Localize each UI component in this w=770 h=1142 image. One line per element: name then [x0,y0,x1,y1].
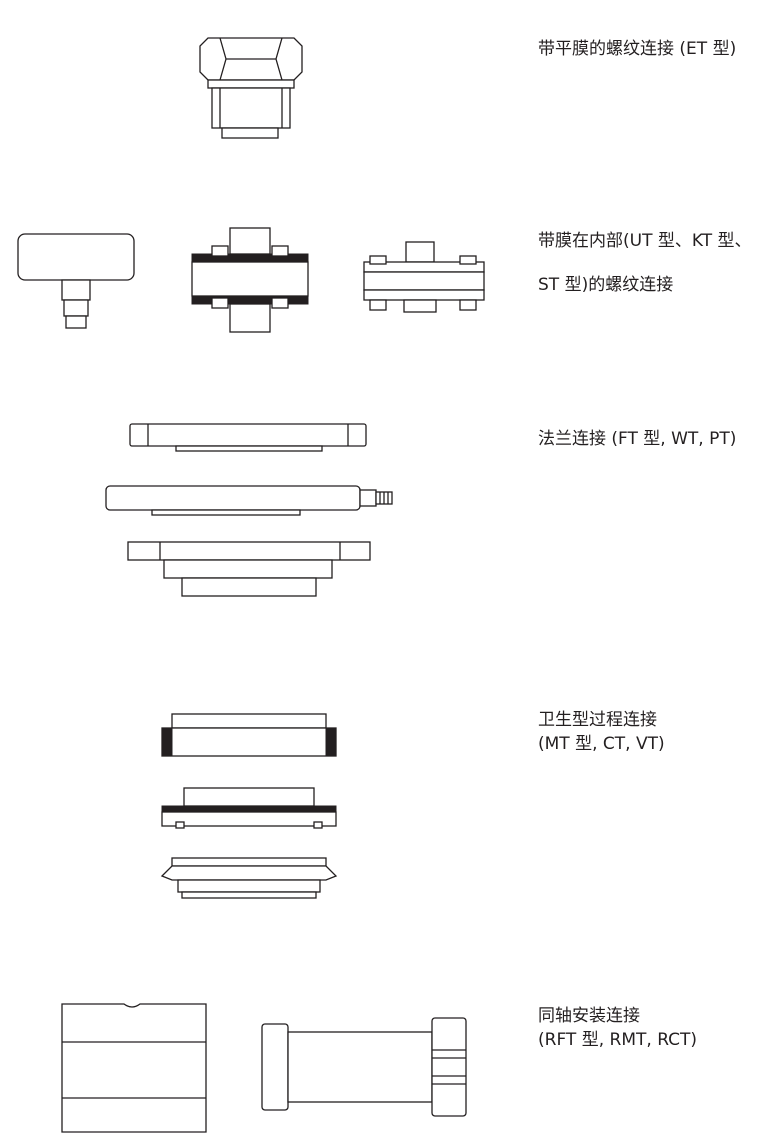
section-ut-kt-st: 带膜在内部(UT 型、KT 型、 ST 型)的螺纹连接 [0,200,770,350]
et-threaded-fitting-icon [199,37,303,139]
section-rft: 同轴安装连接 (RFT 型, RMT, RCT) [0,990,770,1142]
flange-fittings-icon [105,423,393,597]
label-mt: 卫生型过程连接 (MT 型, CT, VT) [538,710,665,754]
section-ft: 法兰连接 (FT 型, WT, PT) [0,400,770,610]
label-ut-kt-st: 带膜在内部(UT 型、KT 型、 ST 型)的螺纹连接 [538,231,752,295]
label-ft: 法兰连接 (FT 型, WT, PT) [538,429,737,449]
internal-diaphragm-fittings-icon [17,227,485,333]
label-et: 带平膜的螺纹连接 (ET 型) [538,39,737,59]
section-et: 带平膜的螺纹连接 (ET 型) [0,0,770,170]
label-rft: 同轴安装连接 (RFT 型, RMT, RCT) [538,1006,698,1050]
section-mt: 卫生型过程连接 (MT 型, CT, VT) [0,700,770,910]
coaxial-fittings-icon [61,1003,467,1133]
sanitary-fittings-icon [160,713,338,899]
